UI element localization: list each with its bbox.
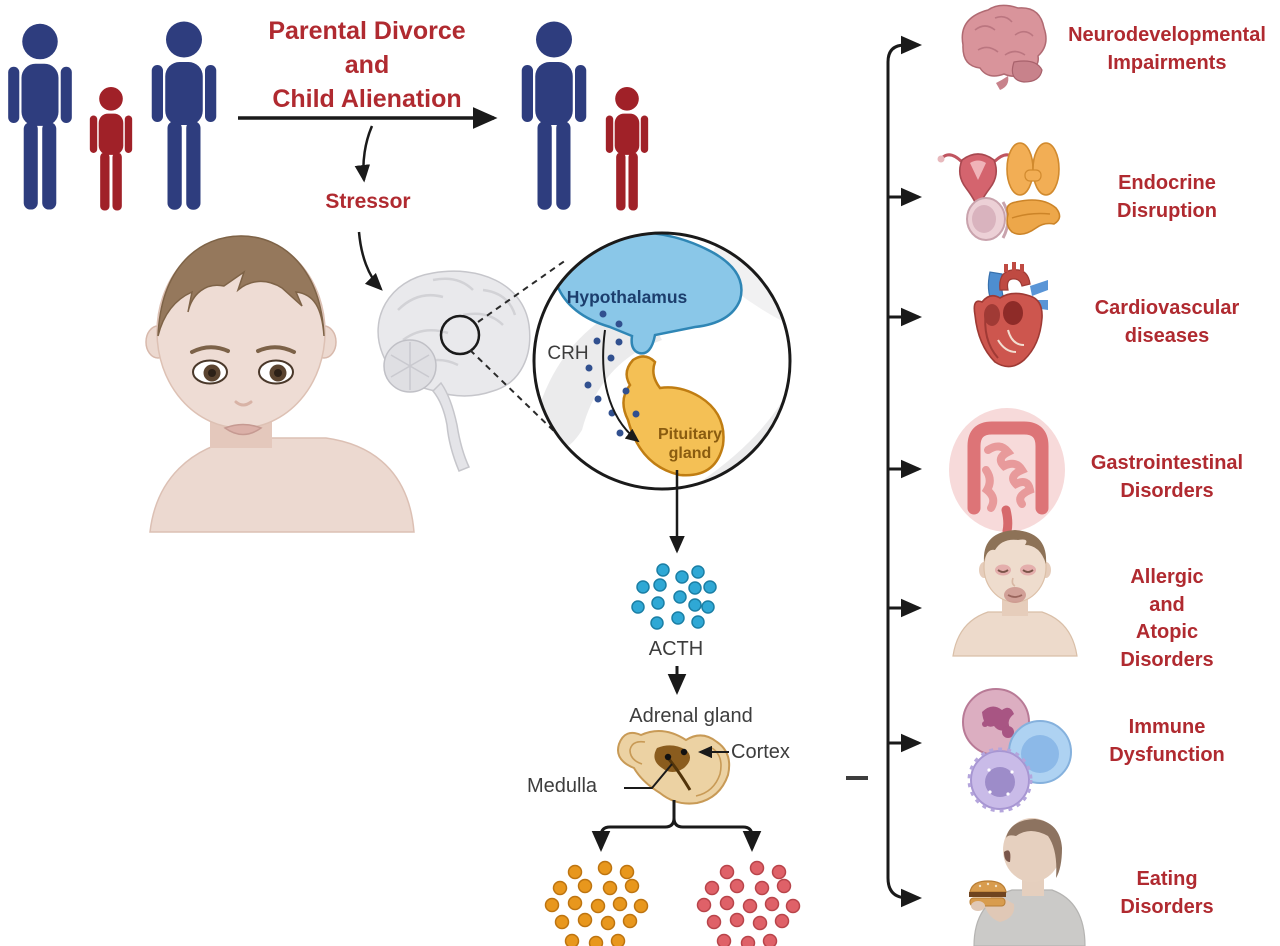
allergic-face-icon — [952, 530, 1078, 657]
gray-brain-icon — [377, 270, 531, 472]
family-after-group — [521, 21, 649, 211]
heart-icon — [973, 262, 1048, 368]
crh-label: CRH — [547, 343, 589, 364]
hypothalamus-shape — [554, 233, 743, 355]
dashed-projection-top — [477, 259, 567, 323]
pituitary-shape — [622, 355, 725, 477]
branch-right-arrow — [672, 817, 762, 852]
outcome-label-cardiovascular: Cardiovascular diseases — [1094, 297, 1240, 347]
outcome-label-eating: Eating Disorders — [1120, 868, 1214, 918]
stressor-arrow-down — [354, 125, 374, 183]
cortisol-dots — [544, 860, 649, 946]
eating-person-icon — [969, 818, 1086, 946]
outcome-label-endocrine: Endocrine Disruption — [1117, 172, 1217, 222]
brain-icon — [961, 4, 1047, 90]
family-before-group — [8, 21, 217, 211]
medulla-leader-line — [624, 763, 673, 789]
intestines-icon — [949, 408, 1065, 536]
stressor-label: Stressor — [325, 190, 411, 213]
figure-title: Parental Divorce and Child Alienation — [268, 17, 466, 113]
immune-cells-icon — [962, 688, 1072, 813]
outcome-label-immune: Immune Dysfunction — [1109, 716, 1225, 766]
child-figure-icon — [605, 86, 649, 211]
adrenal-gland-label: Adrenal gland — [629, 705, 753, 727]
hypothalamus-pituitary-inset — [532, 231, 792, 491]
baby-illustration — [145, 235, 415, 533]
adrenal-gland-icon — [617, 730, 731, 805]
outcome-label-neurodevelopmental: Neurodevelopmental Impairments — [1068, 24, 1266, 74]
parent-figure-icon — [151, 21, 217, 210]
zoom-region-circle — [439, 314, 481, 356]
endocrine-organs-icon — [937, 142, 1061, 241]
parent-figure-icon — [521, 21, 587, 210]
outcome-label-allergic-atopic: Allergic and Atopic Disorders — [1120, 566, 1214, 671]
outcomes-bracket — [886, 35, 922, 908]
crh-to-pituitary-arrow — [602, 329, 640, 443]
branch-left-arrow — [591, 800, 676, 852]
acth-dots — [631, 563, 717, 630]
medulla-label: Medulla — [526, 775, 598, 797]
outcome-label-gastrointestinal: Gastrointestinal Disorders — [1090, 452, 1244, 502]
acth-label: ACTH — [648, 638, 704, 660]
parent-figure-icon — [8, 23, 72, 210]
pituitary-label: Pituitary gland — [657, 426, 722, 462]
child-figure-icon — [89, 86, 133, 211]
crh-dots — [584, 310, 640, 437]
adrenaline-dots — [696, 860, 801, 946]
stressor-to-brain-arrow — [357, 231, 383, 291]
cortex-label: Cortex — [731, 741, 790, 763]
hypothalamus-label: Hypothalamus — [566, 287, 688, 307]
